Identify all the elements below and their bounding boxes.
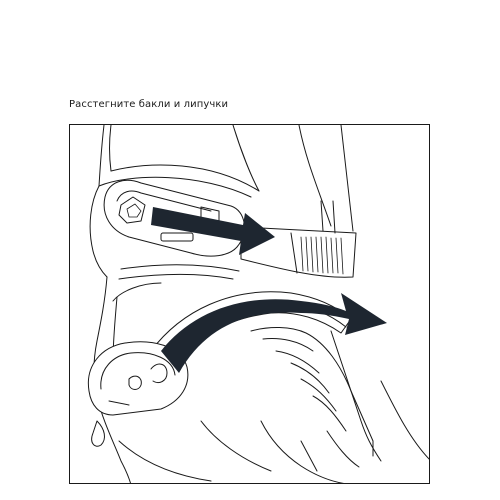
boot-illustration xyxy=(87,125,429,483)
strap-ladder-ribs xyxy=(300,236,344,275)
boot-shell-outline xyxy=(89,125,354,483)
direction-arrows xyxy=(151,207,387,373)
boot-lower-outline xyxy=(91,380,429,483)
instruction-caption: Расстегните бакли и липучки xyxy=(69,99,229,110)
lower-arrow xyxy=(161,293,387,373)
lower-buckle xyxy=(87,341,189,416)
upper-arrow xyxy=(151,207,275,255)
illustration-frame xyxy=(69,124,430,484)
